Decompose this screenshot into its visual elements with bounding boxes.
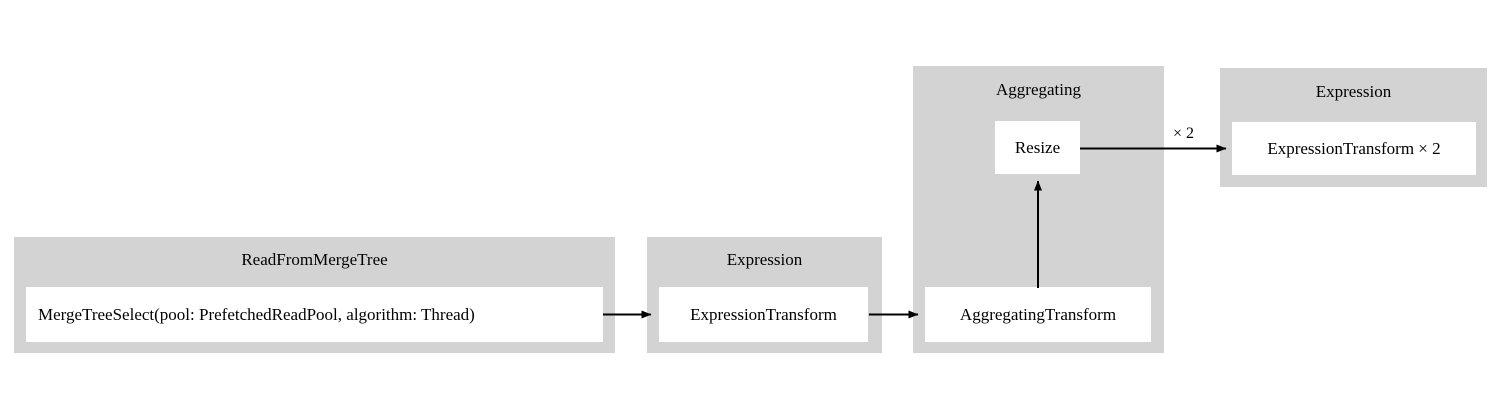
cluster-title-expression-1: Expression [726, 250, 803, 269]
cluster-title-aggregating: Aggregating [996, 80, 1081, 99]
node-label-resize: Resize [1014, 137, 1061, 157]
node-merge-tree-select[interactable]: MergeTreeSelect(pool: PrefetchedReadPool… [26, 287, 603, 342]
node-expression-transform[interactable]: ExpressionTransform [659, 287, 868, 342]
node-label-expression-transform: ExpressionTransform [690, 304, 837, 324]
cluster-title-expression-2: Expression [1315, 82, 1392, 101]
node-expression-transform-x2[interactable]: ExpressionTransform × 2 [1232, 122, 1476, 175]
node-label-expression-transform-x2: ExpressionTransform × 2 [1267, 138, 1441, 158]
node-aggregating-transform[interactable]: AggregatingTransform [925, 287, 1151, 342]
edge-label-resize-to-expressiontransform-x2: × 2 [1173, 125, 1195, 142]
node-label-aggregating-transform: AggregatingTransform [959, 304, 1117, 324]
node-label-merge-tree-select: MergeTreeSelect(pool: PrefetchedReadPool… [38, 304, 475, 324]
node-resize[interactable]: Resize [995, 121, 1080, 174]
cluster-title-read-from-merge-tree: ReadFromMergeTree [241, 250, 388, 269]
